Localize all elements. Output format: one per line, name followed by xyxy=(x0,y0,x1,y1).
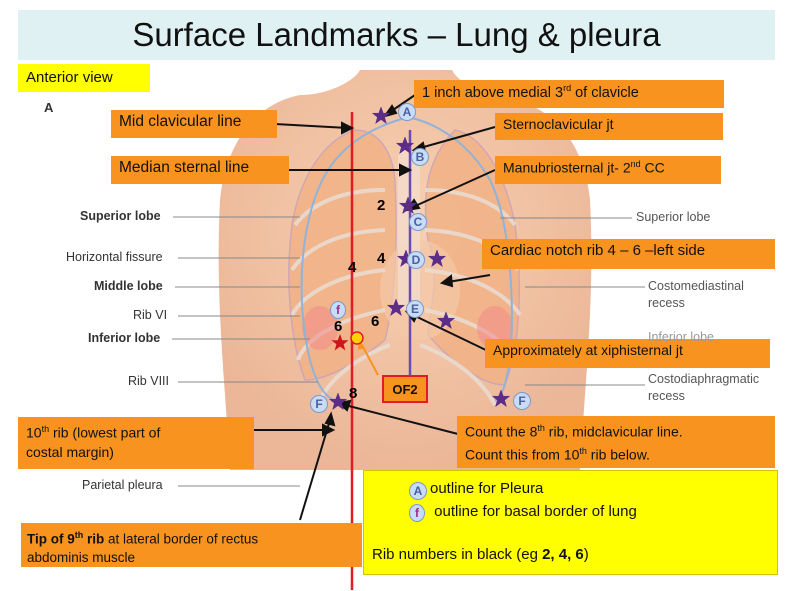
point-letter-c: C xyxy=(409,213,427,231)
label-middle-lobe: Middle lobe xyxy=(94,279,163,293)
legend-letter-f: f xyxy=(409,504,425,522)
label-rib-viii: Rib VIII xyxy=(128,374,169,388)
panel-letter: A xyxy=(44,100,54,115)
legend-lung-text: outline for basal border of lung xyxy=(430,503,637,520)
callout-inch-above-clavicle: 1 inch above medial 3rd of clavicle xyxy=(414,80,724,108)
of2-badge: OF2 xyxy=(382,375,428,403)
rib-number-4-lateral: 4 xyxy=(348,259,357,276)
callout-sternoclavicular: Sternoclavicular jt xyxy=(495,113,723,140)
point-letter-e: E xyxy=(406,300,424,318)
rib-number-6-medial: 6 xyxy=(371,313,380,330)
legend-letter-a: A xyxy=(409,482,427,500)
page-title: Surface Landmarks – Lung & pleura xyxy=(132,16,661,53)
label-costodiaphragmatic: Costodiaphragmatic xyxy=(648,372,760,386)
label-horizontal-fissure: Horizontal fissure xyxy=(66,250,163,264)
title-bar: Surface Landmarks – Lung & pleura xyxy=(18,10,775,60)
callout-manubriosternal: Manubriosternal jt- 2nd CC xyxy=(495,156,721,184)
label-costomediastinal-recess: recess xyxy=(648,296,685,310)
point-letter-d: D xyxy=(407,251,425,269)
rib-number-2: 2 xyxy=(377,197,386,214)
callout-xiphisternal: Approximately at xiphisternal jt xyxy=(485,339,770,368)
label-parietal-pleura: Parietal pleura xyxy=(82,478,163,492)
point-letter-f-lung: f xyxy=(330,301,346,319)
label-superior-lobe-right: Superior lobe xyxy=(636,210,711,224)
label-inferior-lobe-left: Inferior lobe xyxy=(88,331,161,345)
point-letter-a: A xyxy=(398,103,416,121)
legend-rib-note: Rib numbers in black (eg 2, 4, 6) xyxy=(372,546,589,563)
left-leader-lines xyxy=(172,216,318,487)
label-rib-vi: Rib VI xyxy=(133,308,168,322)
callout-ninth-rib: Tip of 9th rib at lateral border of rect… xyxy=(21,523,362,567)
nipple-dot xyxy=(350,331,364,345)
callout-cardiac-notch: Cardiac notch rib 4 – 6 –left side xyxy=(482,239,775,269)
legend-pleura-text: outline for Pleura xyxy=(430,480,544,497)
anterior-view-label: Anterior view xyxy=(18,64,150,92)
rib-number-6-lateral: 6 xyxy=(334,318,343,335)
label-costomediastinal: Costomediastinal xyxy=(648,279,744,293)
point-letter-f-left: F xyxy=(310,395,328,413)
rib-number-4-medial: 4 xyxy=(377,250,386,267)
callout-count-eighth-rib: Count the 8th rib, midclavicular line.Co… xyxy=(457,416,775,468)
right-leader-lines xyxy=(500,217,645,386)
point-letter-f-right: F xyxy=(513,392,531,410)
callout-median-sternal: Median sternal line xyxy=(111,156,289,184)
point-letter-b: B xyxy=(411,148,429,166)
label-costodiaphragmatic-recess: recess xyxy=(648,389,685,403)
rib-number-8: 8 xyxy=(349,385,358,402)
legend-box: A outline for Pleura f outline for basal… xyxy=(363,470,778,575)
pleura-outline-left xyxy=(300,117,406,402)
label-inferior-lobe-right: Inferior lobe xyxy=(648,330,715,344)
callout-mid-clavicular: Mid clavicular line xyxy=(111,110,277,138)
label-superior-lobe-left: Superior lobe xyxy=(80,209,161,223)
